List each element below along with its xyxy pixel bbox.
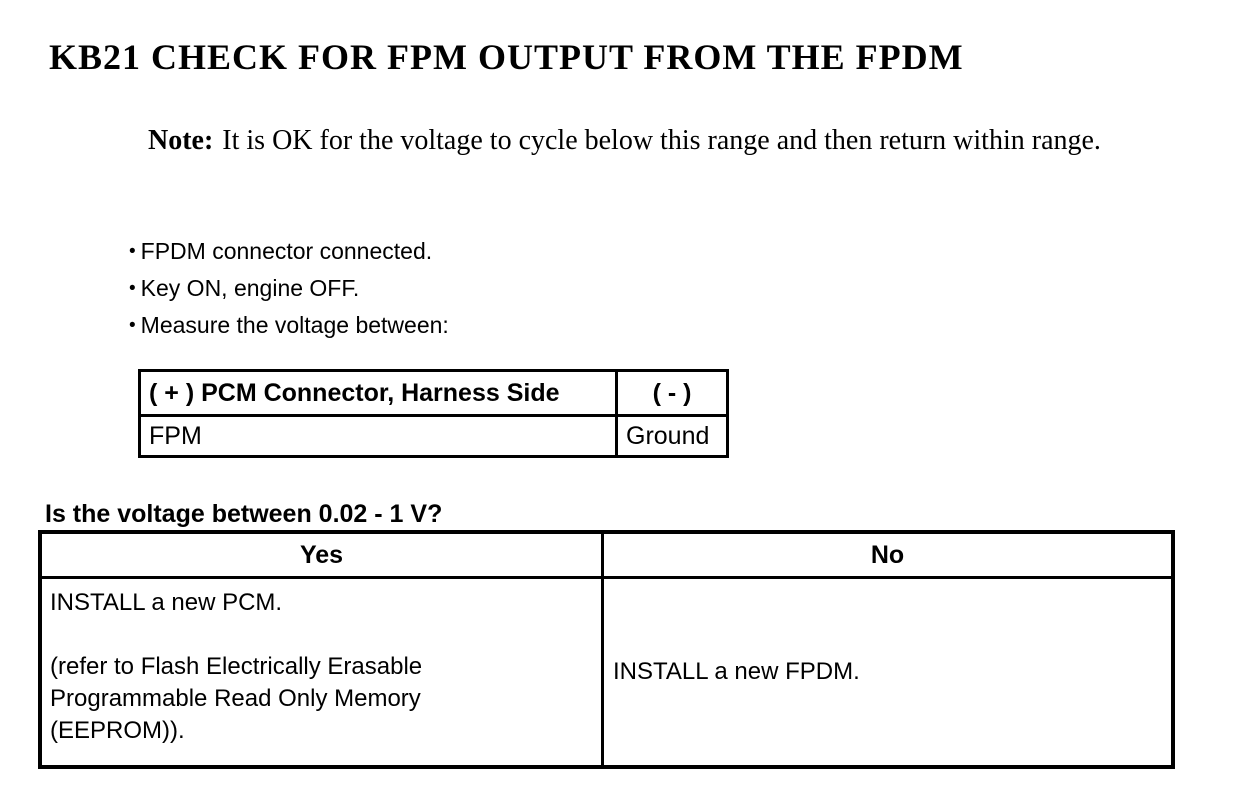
bullet-icon: • xyxy=(129,241,136,262)
question-heading: Is the voltage between 0.02 - 1 V? xyxy=(45,500,443,528)
decision-header-no: No xyxy=(601,530,1175,579)
bullet-text: Key ON, engine OFF. xyxy=(140,275,360,301)
bullet-icon: • xyxy=(129,315,136,336)
bullet-icon: • xyxy=(129,278,136,299)
measurement-cell-plus: FPM xyxy=(138,414,618,458)
decision-table: Yes No INSTALL a new PCM. (refer to Flas… xyxy=(38,530,1175,769)
list-item: • Measure the voltage between: xyxy=(129,308,449,345)
page-title: KB21 CHECK FOR FPM OUTPUT FROM THE FPDM xyxy=(49,37,964,77)
note-text: It is OK for the voltage to cycle below … xyxy=(222,125,1101,156)
measurement-cell-minus: Ground xyxy=(615,414,729,458)
decision-header-yes: Yes xyxy=(38,530,604,579)
table-header-row: Yes No xyxy=(38,530,1175,579)
note-paragraph: Note: It is OK for the voltage to cycle b… xyxy=(148,120,1193,161)
bullet-text: Measure the voltage between: xyxy=(140,312,449,338)
list-item: • FPDM connector connected. xyxy=(129,234,449,271)
precondition-bullet-list: • FPDM connector connected. • Key ON, en… xyxy=(129,234,449,345)
decision-action-no: INSTALL a new FPDM. xyxy=(601,576,1175,769)
table-header-row: ( + ) PCM Connector, Harness Side ( - ) xyxy=(138,369,729,417)
measurement-header-minus: ( - ) xyxy=(615,369,729,417)
measurement-header-plus: ( + ) PCM Connector, Harness Side xyxy=(138,369,618,417)
table-row: INSTALL a new PCM. (refer to Flash Elect… xyxy=(38,576,1175,769)
measurement-points-table: ( + ) PCM Connector, Harness Side ( - ) … xyxy=(138,369,729,458)
decision-action-yes: INSTALL a new PCM. (refer to Flash Elect… xyxy=(38,576,604,769)
note-label: Note: xyxy=(148,125,214,156)
bullet-text: FPDM connector connected. xyxy=(140,238,433,264)
table-row: FPM Ground xyxy=(138,414,729,458)
list-item: • Key ON, engine OFF. xyxy=(129,271,449,308)
